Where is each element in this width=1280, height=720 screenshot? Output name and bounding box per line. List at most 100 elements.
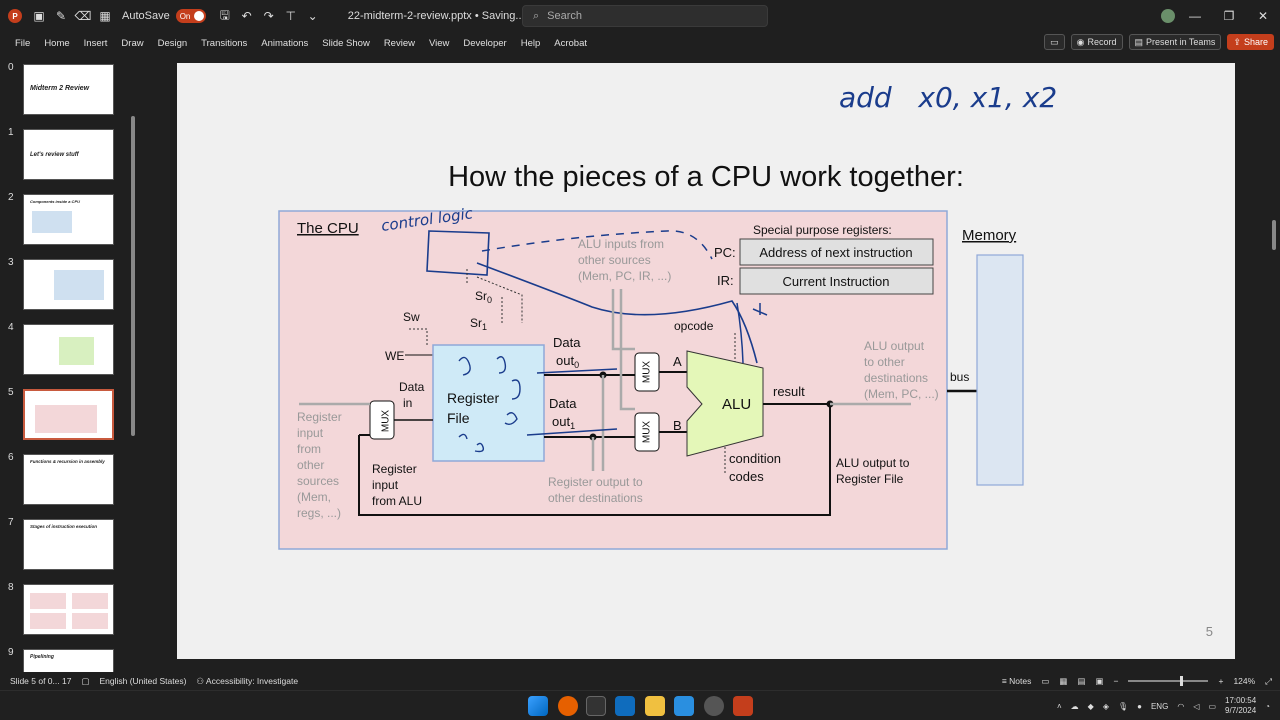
tab-animations[interactable]: Animations (261, 37, 309, 49)
alu-output-other-1: ALU output (864, 339, 925, 353)
tab-design[interactable]: Design (157, 37, 188, 49)
control-logic-box[interactable] (426, 230, 490, 276)
tab-slide-show[interactable]: Slide Show (322, 37, 370, 49)
slide-scrollbar[interactable] (1268, 56, 1280, 672)
thumbnail-slide-1[interactable]: 1 Let's review stuff (0, 121, 130, 180)
slideshow-view-icon[interactable]: ▣ (1095, 675, 1104, 686)
avatar[interactable] (1161, 9, 1175, 23)
alu-block[interactable] (686, 350, 764, 457)
tab-home[interactable]: Home (44, 37, 70, 49)
volume-icon[interactable]: ◁ (1193, 701, 1200, 711)
app-tray-icon[interactable]: ● (1137, 701, 1142, 711)
pc-register[interactable] (739, 238, 934, 266)
mux-a-label: MUX (642, 361, 653, 384)
accessibility-status[interactable]: ⚇ Accessibility: Investigate (196, 676, 298, 687)
start-icon[interactable] (528, 696, 548, 716)
thumbnail-slide-7[interactable]: 7 Stages of instruction execution (0, 511, 130, 570)
powerpoint-taskbar-icon[interactable] (733, 696, 753, 716)
table-icon[interactable]: ▦ (99, 9, 111, 23)
tab-developer[interactable]: Developer (463, 37, 507, 49)
share-button[interactable]: ⇪Share (1227, 34, 1274, 50)
slide-scrollbar-thumb[interactable] (1272, 220, 1276, 250)
tab-transitions[interactable]: Transitions (201, 37, 248, 49)
alu-feedback-wire (358, 404, 831, 516)
minimize-icon[interactable]: — (1189, 9, 1201, 23)
tab-draw[interactable]: Draw (121, 37, 144, 49)
tab-insert[interactable]: Insert (83, 37, 108, 49)
security-icon[interactable]: ◈ (1102, 701, 1109, 711)
fit-to-window-icon[interactable]: ⤢ (1265, 675, 1272, 686)
autosave-toggle[interactable]: On (175, 9, 206, 23)
tab-view[interactable]: View (428, 37, 450, 49)
thumbnail-slide-6[interactable]: 6 Functions & recursion in assembly (0, 446, 130, 505)
zoom-slider[interactable] (1128, 676, 1209, 686)
reg-input-other-6: (Mem, (297, 490, 331, 504)
tab-file[interactable]: File (15, 37, 31, 49)
memory-block[interactable] (976, 254, 1024, 486)
tab-help[interactable]: Help (520, 37, 541, 49)
zoom-level[interactable]: 124% (1233, 676, 1256, 686)
zoom-in-icon[interactable]: + (1218, 676, 1224, 686)
microphone-icon[interactable]: 🎙 (1117, 701, 1129, 711)
clock[interactable]: 17:00:54 9/7/2024 (1225, 696, 1256, 716)
undo-icon[interactable]: ↶ (241, 9, 252, 23)
document-title[interactable]: 22-midterm-2-review.pptx • Saving... (347, 10, 525, 22)
customize-toolbar-icon[interactable]: ⌄ (307, 9, 318, 23)
thumbnail-slide-8[interactable]: 8 (0, 576, 130, 635)
present-in-teams-button[interactable]: ▤Present in Teams (1128, 34, 1222, 50)
eraser-icon[interactable]: ⌫ (74, 9, 92, 23)
language-status[interactable]: English (United States) (99, 676, 187, 686)
tab-acrobat[interactable]: Acrobat (554, 37, 587, 49)
restore-icon[interactable]: ❐ (1223, 9, 1235, 23)
ir-register[interactable] (739, 267, 934, 295)
file-explorer-icon[interactable] (645, 696, 665, 716)
comments-button[interactable]: ▭ (1044, 34, 1065, 50)
present-icon[interactable]: ⊤ (285, 9, 296, 23)
close-icon[interactable]: ✕ (1257, 9, 1269, 23)
lang-indicator[interactable]: ENG (1150, 701, 1169, 711)
zoom-slider-thumb[interactable] (1180, 676, 1184, 686)
thumbnail-slide-5[interactable]: 5 (0, 381, 130, 440)
slide-canvas[interactable]: How the pieces of a CPU work together: 5… (177, 63, 1235, 659)
thumbnail-slide-9[interactable]: 9 Pipelining (0, 641, 130, 672)
toolbar-grid-icon[interactable]: ▣ (33, 9, 45, 23)
thumbnail-slide-2[interactable]: 2 Components inside a CPU (0, 186, 130, 245)
onedrive-icon[interactable]: ☁ (1070, 701, 1079, 711)
wifi-icon[interactable]: ◠ (1177, 701, 1185, 711)
notification-icon[interactable]: ◔ (1265, 701, 1270, 711)
normal-view-icon[interactable]: ▭ (1041, 675, 1050, 686)
terminal-icon[interactable] (586, 696, 606, 716)
cpu-box[interactable] (278, 210, 948, 550)
register-file[interactable] (432, 344, 545, 462)
outlook-icon[interactable] (615, 696, 635, 716)
slide-title[interactable]: How the pieces of a CPU work together: (448, 161, 964, 193)
thumbnails-scrollbar[interactable] (131, 116, 135, 436)
condition-codes-2: codes (729, 469, 764, 484)
search-input[interactable]: ⌕ Search (522, 5, 768, 27)
tab-review[interactable]: Review (383, 37, 415, 49)
chevron-up-icon[interactable]: ˄ (1056, 701, 1062, 711)
spelling-icon[interactable]: ▢ (81, 675, 90, 686)
thumbnail-title: Components inside a CPU (30, 199, 81, 204)
reading-view-icon[interactable]: ▤ (1077, 675, 1086, 686)
mux-to-alu-wires (659, 371, 687, 433)
vscode-icon[interactable] (674, 696, 694, 716)
thumbnail-slide-0[interactable]: 0 Midterm 2 Review (0, 56, 130, 115)
mux-left-label: MUX (381, 410, 392, 433)
thumbnail-number: 3 (8, 257, 14, 268)
thumbnail-slide-3[interactable]: 3 (0, 251, 130, 310)
pen-icon[interactable]: ✎ (55, 9, 67, 23)
app-icon[interactable] (704, 696, 724, 716)
slide-sorter-icon[interactable]: ▦ (1059, 675, 1068, 686)
thumbnail-slide-4[interactable]: 4 (0, 316, 130, 375)
zoom-out-icon[interactable]: − (1113, 676, 1119, 686)
thumbnail-preview (23, 584, 114, 635)
battery-icon[interactable]: ▭ (1208, 701, 1217, 711)
redo-icon[interactable]: ↷ (263, 9, 274, 23)
dropbox-icon[interactable]: ◆ (1087, 701, 1094, 711)
record-button[interactable]: ◉Record (1070, 34, 1123, 50)
save-icon[interactable]: 🖫 (219, 7, 230, 22)
notes-button[interactable]: ≡ Notes (1002, 676, 1032, 686)
thumbnail-title: Functions & recursion in assembly (30, 459, 105, 464)
firefox-icon[interactable] (558, 696, 578, 716)
